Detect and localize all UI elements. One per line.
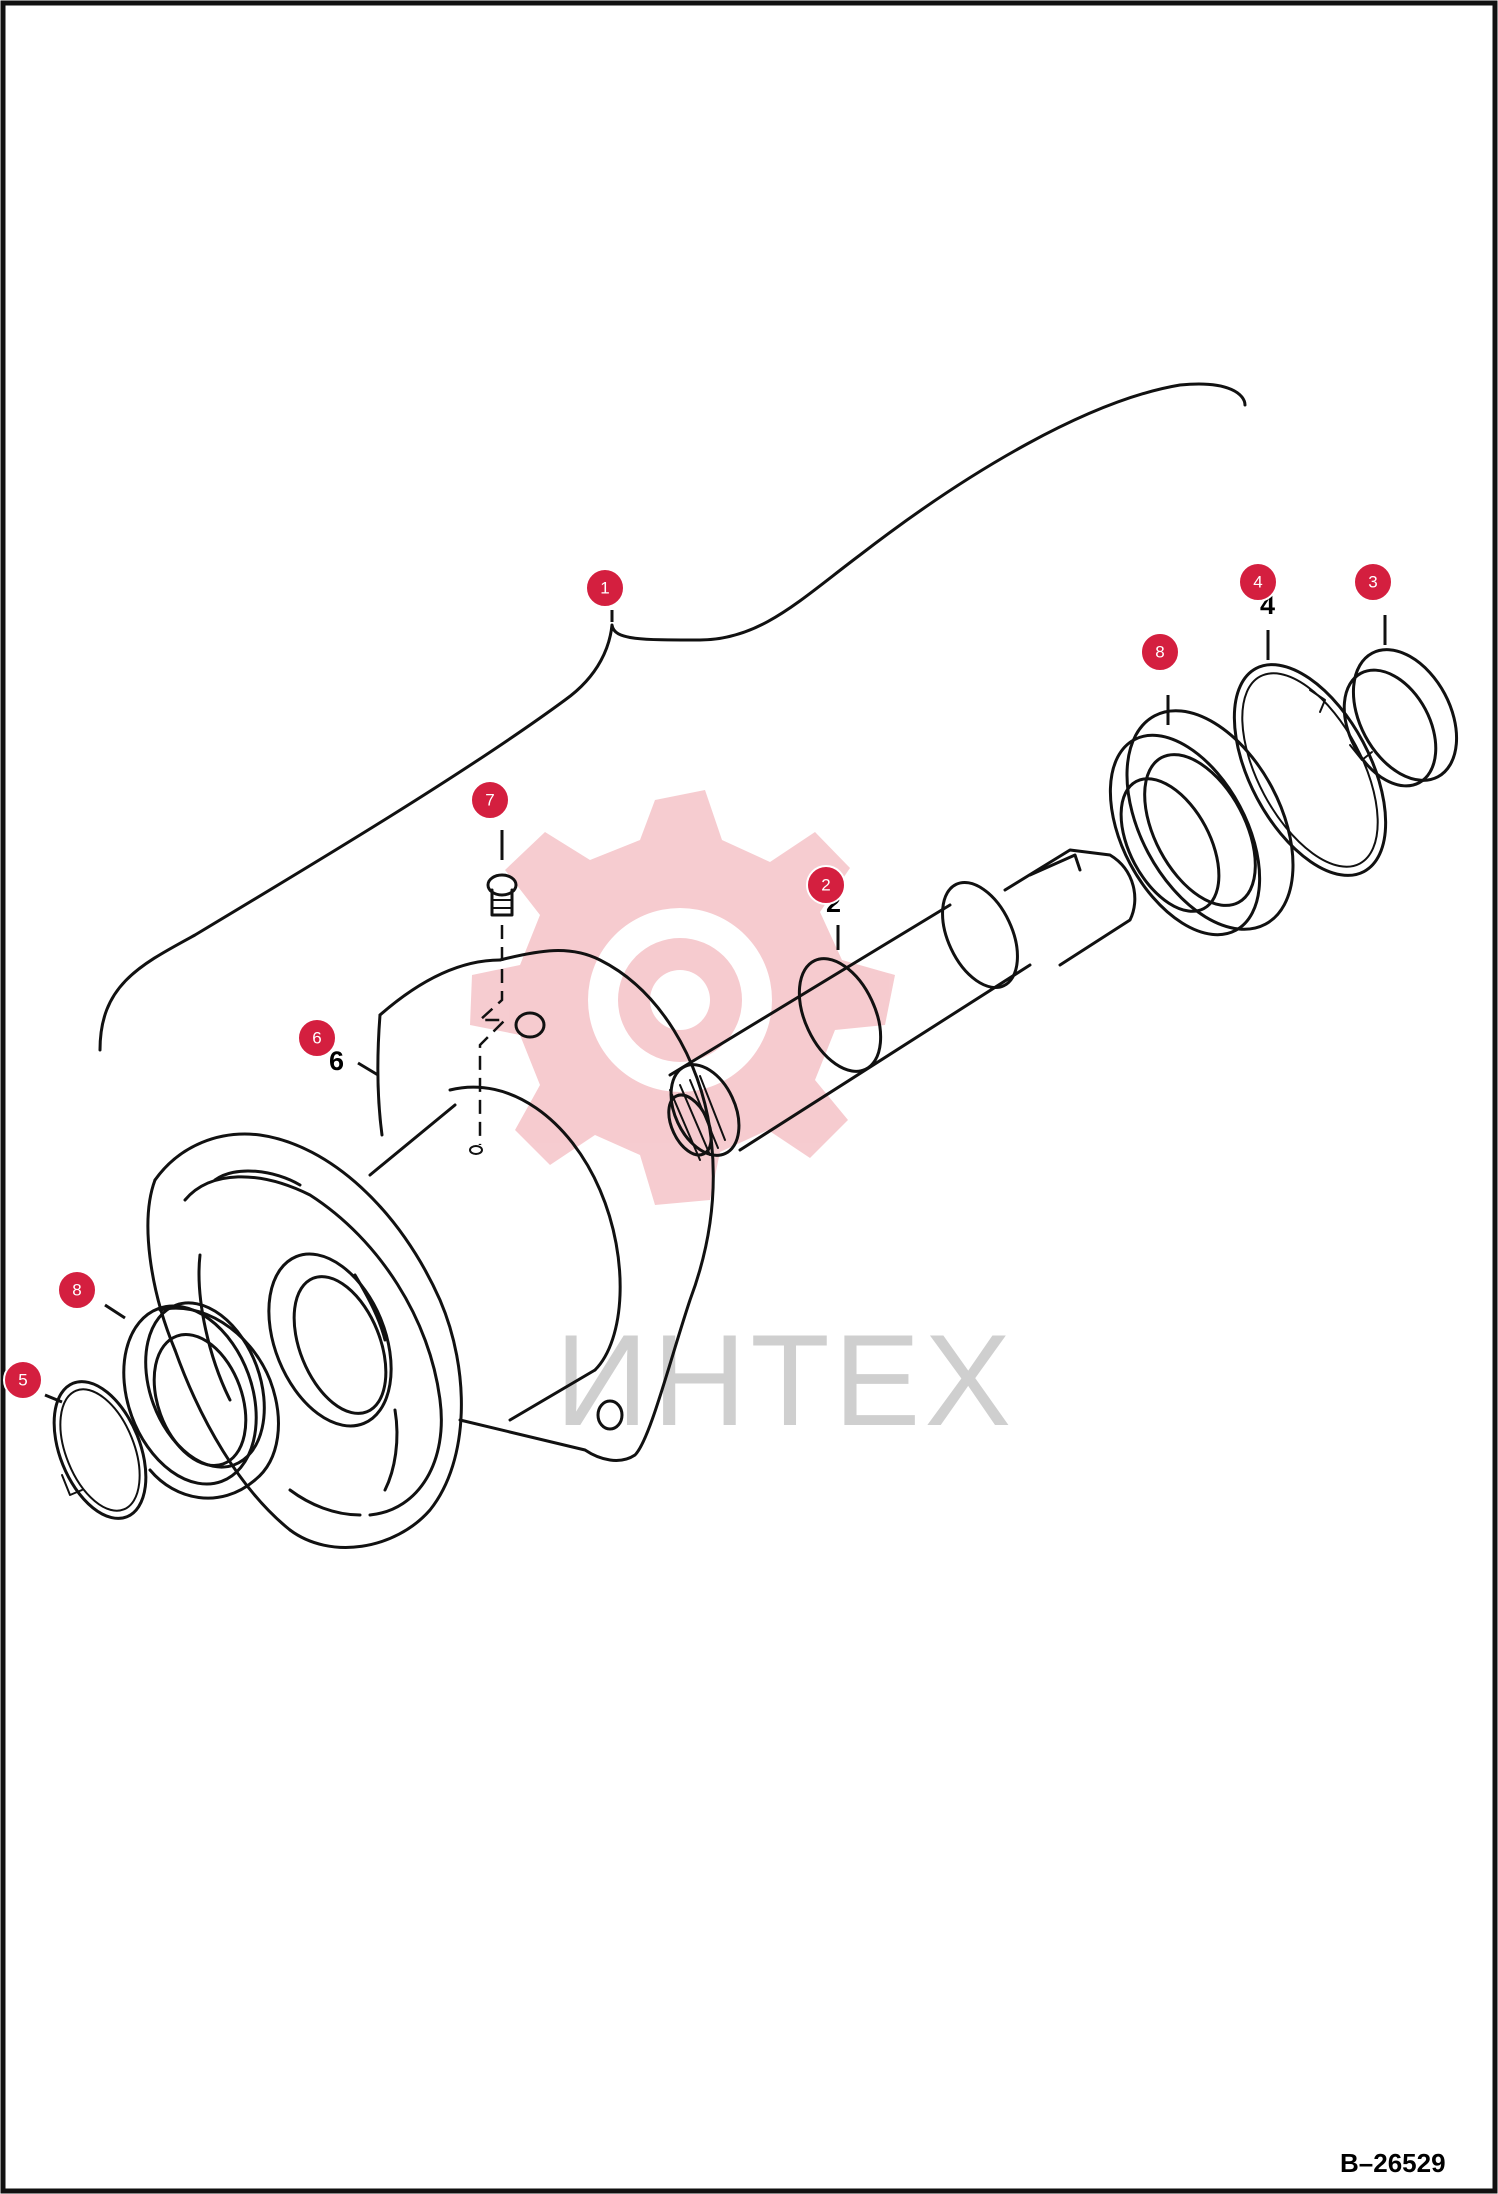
callout-1[interactable]: 1 [585, 568, 625, 608]
svg-text:6: 6 [312, 1029, 321, 1048]
bearing-left [122, 1301, 280, 1500]
svg-text:8: 8 [1155, 643, 1164, 662]
callout-4[interactable]: 4 [1238, 562, 1278, 602]
svg-text:2: 2 [821, 876, 830, 895]
svg-text:1: 1 [600, 579, 609, 598]
figure-id: B–26529 [1340, 2148, 1446, 2178]
callout-8b[interactable]: 8 [57, 1270, 97, 1310]
grease-fitting [486, 873, 518, 917]
assembly-brace [98, 382, 1247, 1052]
callout-6[interactable]: 6 [297, 1018, 337, 1058]
callout-5[interactable]: 5 [3, 1360, 43, 1400]
svg-text:5: 5 [18, 1371, 27, 1390]
assembly-path-7 [476, 925, 509, 1145]
circlip [52, 1380, 148, 1520]
svg-text:8: 8 [72, 1281, 81, 1300]
watermark-text: ИНТЕХ [555, 1307, 1015, 1453]
leader-5 [44, 1393, 63, 1404]
bearing-right [1108, 709, 1295, 937]
svg-text:7: 7 [485, 791, 494, 810]
housing-flange [376, 949, 715, 1462]
watermark-gear-icon [470, 790, 895, 1205]
retaining-ring [1342, 648, 1459, 788]
callout-3[interactable]: 3 [1353, 562, 1393, 602]
callout-8a[interactable]: 8 [1140, 632, 1180, 672]
part-number-6: 6 [329, 1046, 344, 1076]
front-flange [146, 1132, 463, 1549]
leader-6 [357, 1061, 379, 1077]
snap-ring [1232, 663, 1388, 877]
callout-2[interactable]: 2 [806, 865, 846, 905]
leader-8-left [104, 1303, 126, 1320]
shaft [667, 848, 1137, 1161]
svg-text:4: 4 [1253, 573, 1262, 592]
housing-barrel [368, 1103, 597, 1422]
svg-text:3: 3 [1368, 573, 1377, 592]
callout-7[interactable]: 7 [470, 780, 510, 820]
